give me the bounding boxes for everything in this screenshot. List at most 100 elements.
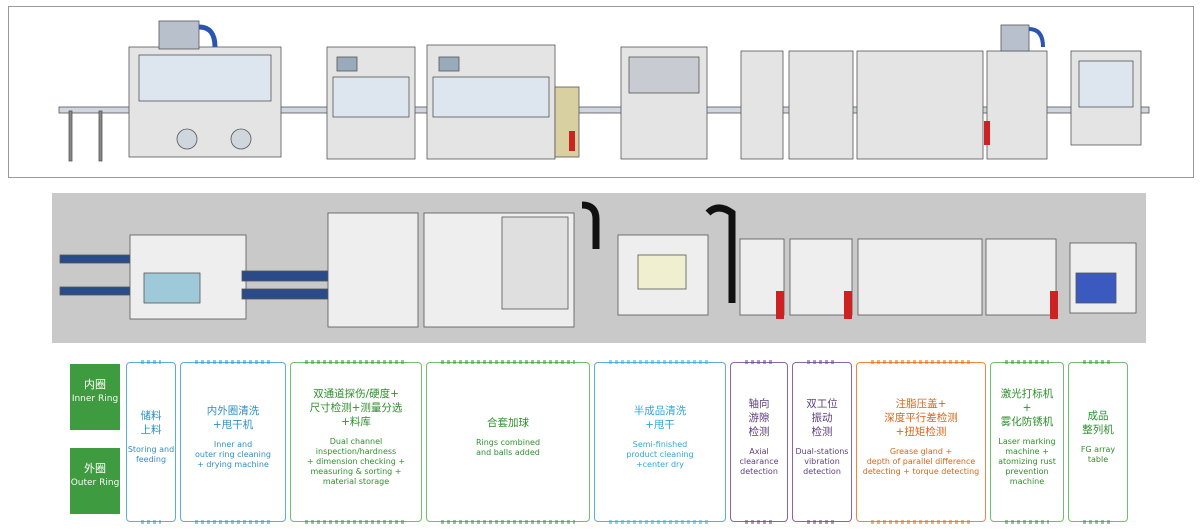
stage-title: 轴向游隙检测	[731, 397, 787, 439]
stage-title-line: 振动	[811, 412, 833, 424]
stage-title: 合套加球	[427, 416, 589, 430]
stage-description-line: feeding	[135, 455, 167, 464]
stage-title-line: 整列机	[1082, 424, 1114, 436]
stage-description-line: machine	[1009, 477, 1045, 486]
stage-description-line: Laser marking	[998, 437, 1056, 446]
stage-title-line: 游隙	[748, 412, 770, 424]
plan-cleaning-drying	[327, 212, 419, 328]
stage-description-line: Rings combined	[475, 438, 541, 447]
stage-description-line: detection	[803, 467, 841, 476]
production-line-plan	[59, 201, 1137, 328]
machine-grease-gland	[856, 50, 984, 160]
stage-description-line: measuring & sorting +	[310, 467, 402, 476]
stage-title-line: 检测	[811, 426, 833, 438]
stage-title-line: +甩干机	[212, 419, 254, 431]
stage-title-line: 成品	[1087, 410, 1109, 422]
stage-description-line: + drying machine	[197, 460, 269, 469]
stage-title-line: 上料	[140, 424, 162, 436]
stage-title: 双通道探伤/硬度+ 尺寸检测+测量分选 +料库	[291, 387, 421, 429]
stage-description-line: FG array	[1080, 445, 1116, 454]
stage-title: 内外圈清洗+甩干机	[181, 404, 285, 432]
stage-title-line: 半成品清洗	[633, 405, 687, 417]
inner-ring-label: 内圈 Inner Ring	[70, 364, 120, 430]
stage-title-line: +料库	[341, 416, 371, 428]
stage-description: Grease gland +depth of parallel differen…	[857, 447, 985, 477]
stage-description-line: machine +	[1005, 447, 1049, 456]
stage-description-line: Dual-stations	[795, 447, 849, 456]
stage-description-line: depth of parallel difference	[866, 457, 976, 466]
machine-laser-marking	[986, 50, 1048, 160]
stage-title: 储料上料	[127, 409, 175, 437]
stage-title-line: 激光打标机	[1000, 388, 1054, 400]
stage-title-line: 双通道探伤/硬度+	[313, 388, 399, 400]
stage-description-line: Grease gland +	[889, 447, 953, 456]
stage-title-line: 储料	[140, 410, 162, 422]
plan-view-panel	[52, 193, 1146, 343]
stage-title: 注脂压盖+ 深度平行差检测 +扭矩检测	[857, 397, 985, 439]
inner-ring-input-conveyor	[59, 254, 131, 264]
outer-ring-label: 外圈 Outer Ring	[70, 448, 120, 514]
stage-description-line: vibration	[804, 457, 840, 466]
stage-description-line: prevention	[1005, 467, 1049, 476]
conveyor-rail	[58, 106, 1150, 114]
stage-title: 半成品清洗 +甩干	[595, 404, 725, 432]
stage-title-line: 双工位	[806, 398, 838, 410]
stage-description-line: Dual channel	[329, 437, 383, 446]
stage-description-line: detecting + torque detecting	[862, 467, 980, 476]
stage-title-line: 尺寸检测+测量分选	[309, 402, 403, 414]
stage-title-line: +扭矩检测	[895, 426, 947, 438]
stage-title-line: 深度平行差检测	[884, 412, 958, 424]
stage-description-line: material storage	[322, 477, 390, 486]
stage-description-line: Inner and	[213, 440, 253, 449]
outer-ring-input-conveyor	[59, 286, 131, 296]
stage-title-line: 检测	[748, 426, 770, 438]
stage-grease-gland: 注脂压盖+ 深度平行差检测 +扭矩检测 Grease gland +depth of …	[856, 360, 986, 524]
machine-axial-clearance	[740, 50, 784, 160]
stage-title-line: 轴向	[748, 398, 770, 410]
stage-description-line: atomizing rust	[998, 457, 1056, 466]
stage-description-line: outer ring cleaning	[195, 450, 271, 459]
stage-description-line: product cleaning	[626, 450, 694, 459]
stage-title-line: 雾化防锈机	[1000, 416, 1054, 428]
plan-vibration	[789, 238, 853, 316]
stage-title-line: 注脂压盖+	[895, 398, 947, 410]
stage-description-line: Semi-finished	[632, 440, 688, 449]
stage-description-line: Storing and	[127, 445, 175, 454]
stage-description-line: detection	[740, 467, 778, 476]
stage-description-line: clearance	[739, 457, 779, 466]
stage-description-line: Axial	[749, 447, 769, 456]
stage-title-line: +甩干	[645, 419, 675, 431]
stage-description-line: +center dry	[635, 460, 685, 469]
stage-title: 激光打标机 + 雾化防锈机	[991, 387, 1063, 429]
elevation-view-panel	[8, 6, 1194, 178]
stage-title-line: 合套加球	[487, 417, 529, 429]
plan-grease-gland	[857, 238, 983, 316]
production-line-elevation	[58, 20, 1150, 162]
machine-vibration	[788, 50, 854, 160]
stage-title: 双工位振动检测	[793, 397, 851, 439]
plan-laser-marking	[985, 238, 1057, 316]
stage-title-line: +	[1022, 402, 1032, 414]
stage-description-line: table	[1087, 455, 1109, 464]
stage-description-line: inspection/hardness	[315, 447, 397, 456]
stage-title: 成品整列机	[1069, 409, 1127, 437]
stage-description-line: + dimension checking +	[306, 457, 406, 466]
